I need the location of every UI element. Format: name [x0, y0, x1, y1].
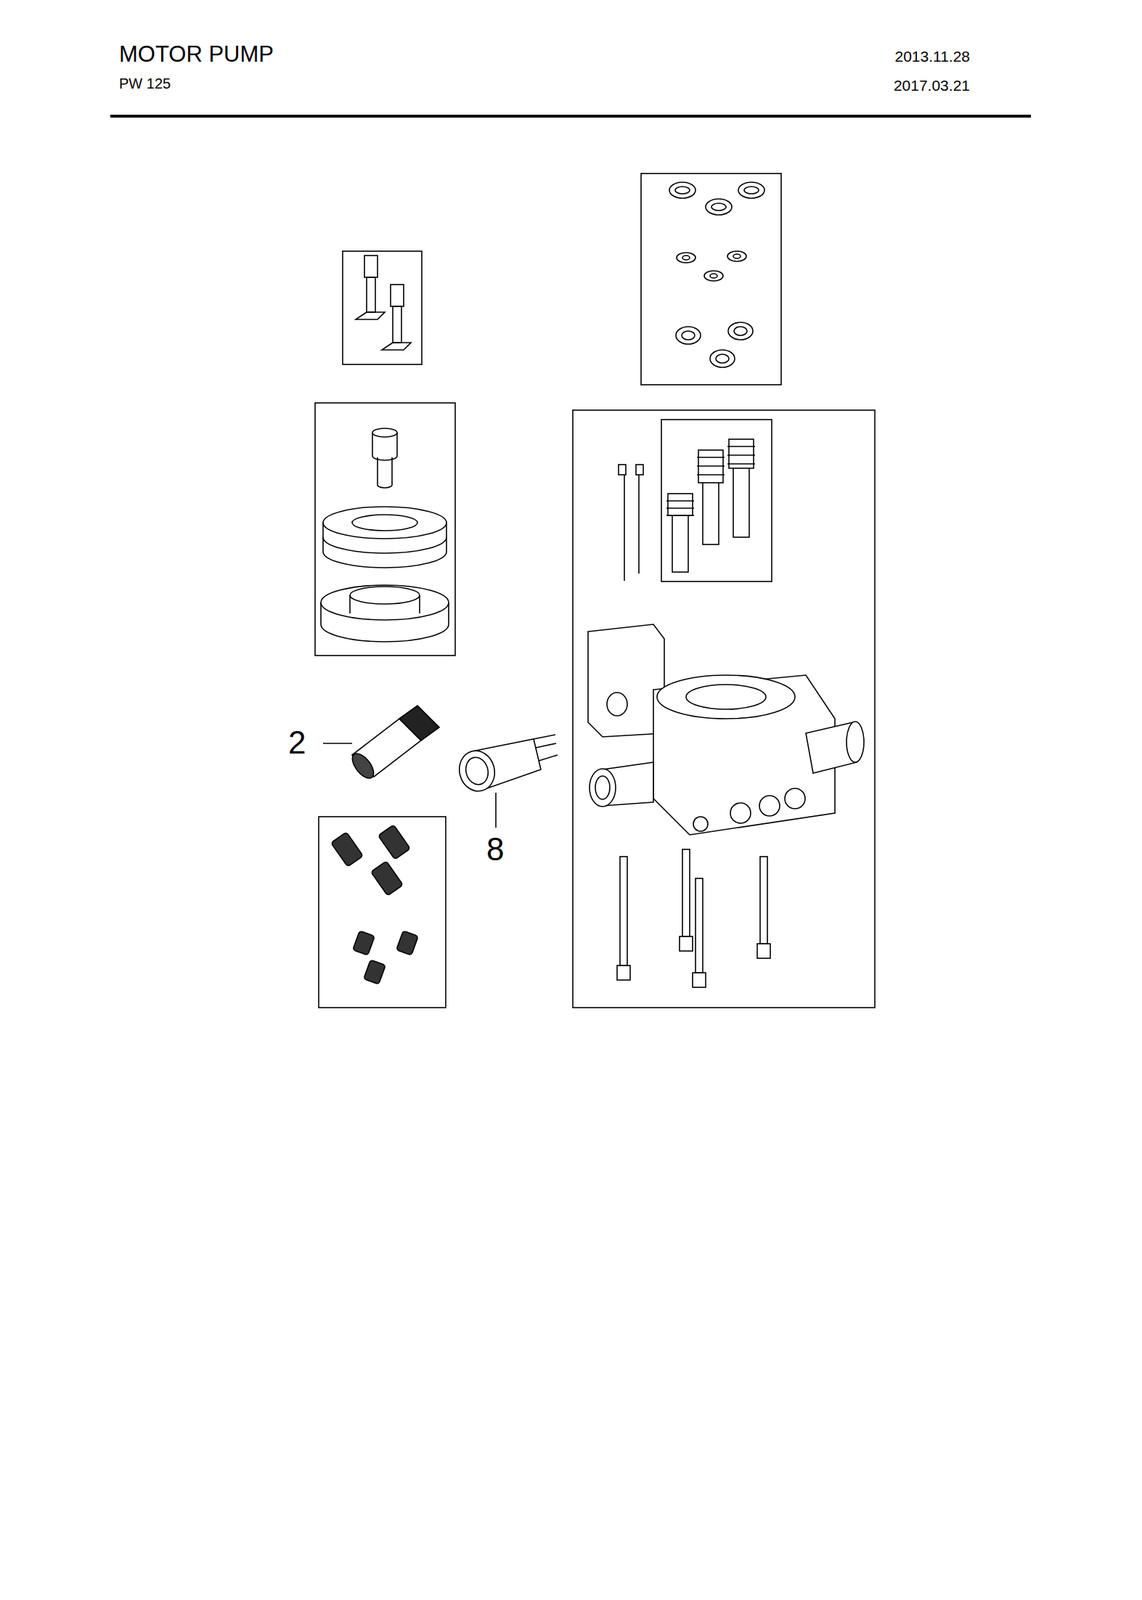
pump-head	[588, 464, 864, 835]
seal-rings	[669, 182, 765, 368]
inlet-fitting	[455, 734, 558, 795]
brush-frame	[342, 251, 422, 365]
pump-head-frame	[572, 410, 875, 1008]
carbon-brushes	[355, 255, 411, 350]
piston-frame	[661, 419, 772, 582]
leader-line	[495, 792, 497, 828]
header-rule	[110, 114, 1031, 118]
check-valves	[331, 824, 419, 985]
leader-line	[323, 742, 353, 745]
revision-date: 2017.03.21	[893, 76, 970, 94]
callout-number: 2	[288, 725, 306, 761]
pistons	[666, 439, 756, 573]
pump-bolts	[617, 849, 771, 988]
page-title: MOTOR PUMP	[119, 42, 274, 67]
seal-kit-frame	[641, 173, 782, 385]
valve-kit-frame	[318, 816, 446, 1008]
issue-date: 2013.11.28	[894, 47, 970, 65]
unloader-valve	[348, 705, 440, 782]
bearing-kit-frame	[315, 402, 456, 656]
model-number: PW 125	[119, 75, 171, 92]
thrust-bearing	[320, 428, 449, 642]
callout-number: 8	[486, 831, 504, 867]
